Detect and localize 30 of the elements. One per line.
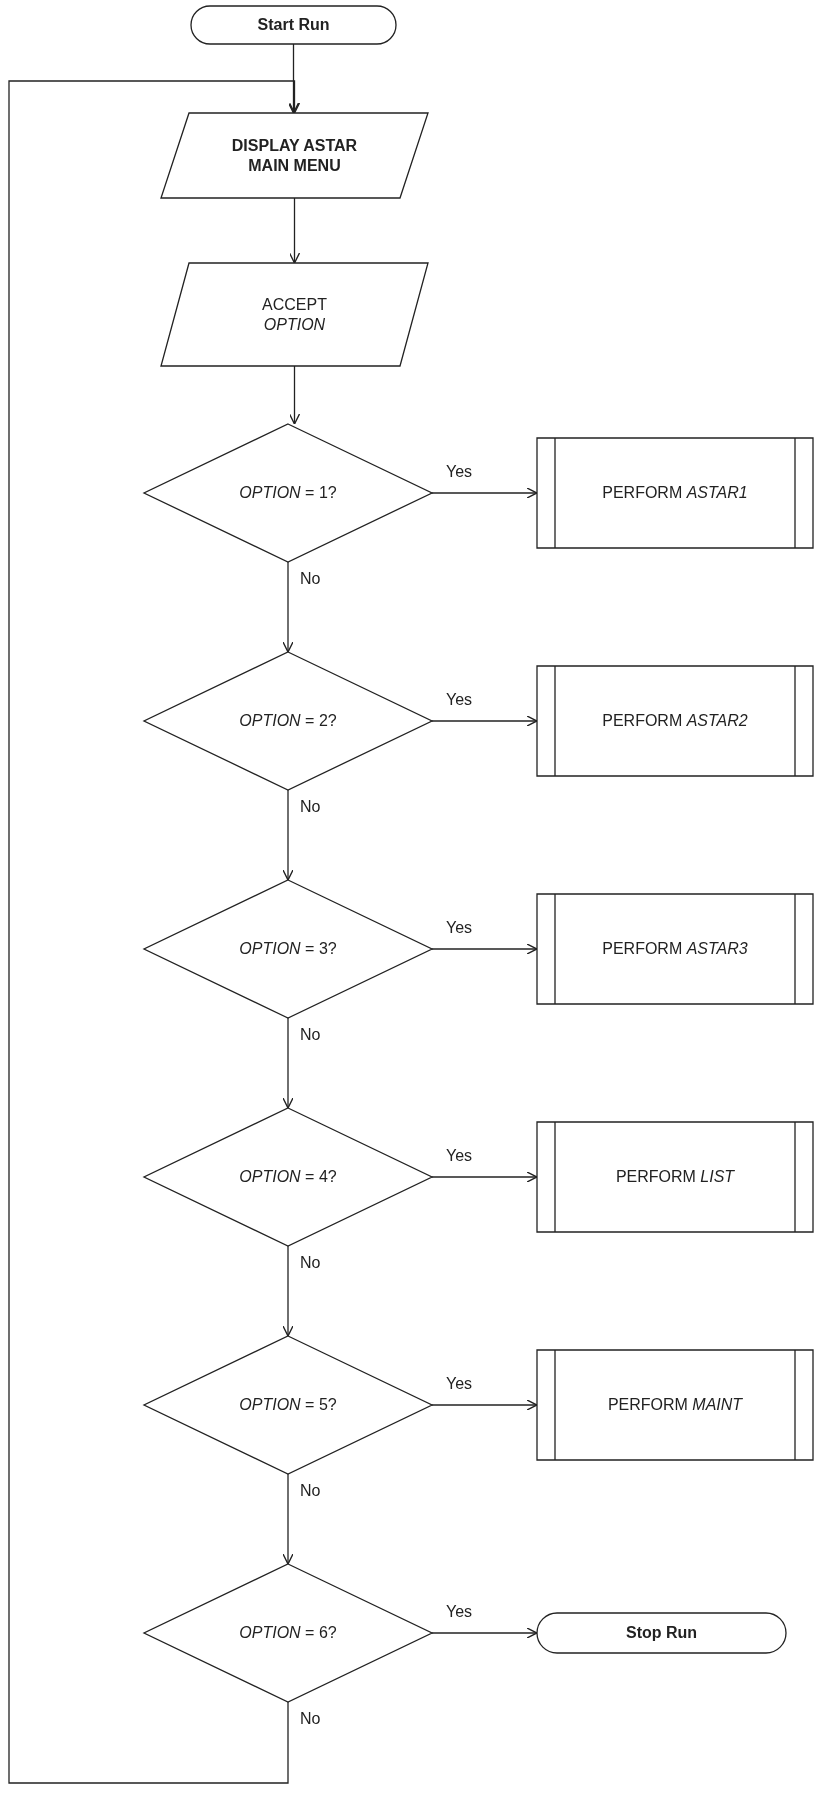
arrow bbox=[8, 80, 301, 1784]
node-label: Start Run bbox=[257, 15, 330, 35]
arrow bbox=[282, 561, 294, 653]
arrow bbox=[282, 1245, 294, 1337]
node-label: PERFORM ASTAR1 bbox=[602, 483, 748, 503]
node-label: OPTION = 1? bbox=[239, 483, 337, 503]
arrow bbox=[431, 1399, 538, 1411]
node-label: PERFORM MAINT bbox=[607, 1395, 743, 1415]
arrow bbox=[431, 1171, 538, 1183]
arrow bbox=[288, 365, 301, 425]
node-label: OPTION = 5? bbox=[239, 1395, 337, 1415]
node-label: PERFORM ASTAR2 bbox=[602, 711, 748, 731]
node-label: OPTION = 6? bbox=[239, 1623, 337, 1643]
arrow bbox=[282, 789, 294, 881]
arrow bbox=[282, 1017, 294, 1109]
arrow bbox=[431, 1627, 538, 1639]
node-label: OPTION = 4? bbox=[239, 1167, 337, 1187]
arrow bbox=[431, 487, 538, 499]
arrow bbox=[282, 1473, 294, 1565]
arrow bbox=[431, 943, 538, 955]
node-label: Stop Run bbox=[625, 1623, 698, 1643]
node-label: OPTION = 2? bbox=[239, 711, 337, 731]
arrow bbox=[431, 715, 538, 727]
node-label: PERFORM ASTAR3 bbox=[602, 939, 748, 959]
arrow bbox=[288, 197, 301, 264]
node-label: PERFORM LIST bbox=[615, 1167, 735, 1187]
node-label: DISPLAY ASTAR MAIN MENU bbox=[230, 135, 359, 176]
node-label: OPTION = 3? bbox=[239, 939, 337, 959]
node-label: ACCEPT OPTION bbox=[261, 294, 328, 335]
arrow bbox=[287, 43, 300, 114]
